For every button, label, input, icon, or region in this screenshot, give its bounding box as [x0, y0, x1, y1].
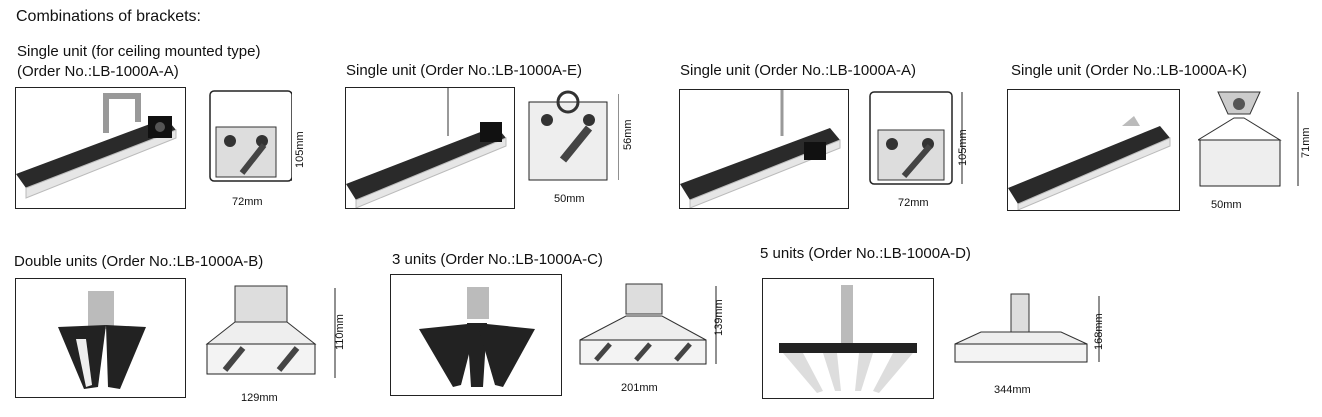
item-7-drawing [951, 292, 1111, 370]
item-1-label: Single unit (for ceiling mounted type) [17, 43, 261, 60]
item-7-width-dim: 344mm [994, 384, 1031, 396]
item-3-photo [679, 89, 849, 209]
item-4-drawing [1198, 88, 1304, 192]
item-7-photo [762, 278, 934, 399]
item-3-drawing [868, 88, 966, 194]
item-2-drawing [527, 90, 619, 182]
item-5-drawing [205, 284, 345, 384]
item-2-photo [345, 87, 515, 209]
item-7-height-dim: 168mm [1093, 313, 1105, 350]
item-6-height-dim: 139mm [713, 299, 725, 336]
item-2-label: Single unit (Order No.:LB-1000A-E) [346, 62, 582, 79]
item-5-photo [15, 278, 186, 398]
item-1-order: (Order No.:LB-1000A-A) [17, 63, 179, 80]
item-6-photo [390, 274, 562, 396]
item-4-height-dim: 71mm [1300, 127, 1312, 158]
item-6-label: 3 units (Order No.:LB-1000A-C) [392, 251, 603, 268]
item-3-label: Single unit (Order No.:LB-1000A-A) [680, 62, 916, 79]
item-1-height-dim: 105mm [294, 131, 306, 168]
item-7-label: 5 units (Order No.:LB-1000A-D) [760, 245, 971, 262]
item-5-label: Double units (Order No.:LB-1000A-B) [14, 253, 264, 270]
item-3-height-dim: 105mm [957, 129, 969, 166]
item-2-width-dim: 50mm [554, 193, 585, 205]
item-4-photo [1007, 89, 1180, 211]
item-5-width-dim: 129mm [241, 392, 278, 404]
item-1-width-dim: 72mm [232, 196, 263, 208]
item-5-height-dim: 110mm [334, 314, 346, 350]
item-2-height-dim: 56mm [622, 119, 634, 150]
item-6-drawing [576, 282, 726, 374]
item-4-width-dim: 50mm [1211, 199, 1242, 211]
item-1-photo [15, 87, 186, 209]
item-4-label: Single unit (Order No.:LB-1000A-K) [1011, 62, 1247, 79]
item-6-width-dim: 201mm [621, 382, 658, 394]
page-title: Combinations of brackets: [16, 8, 201, 25]
item-3-width-dim: 72mm [898, 197, 929, 209]
item-1-drawing [202, 87, 292, 195]
